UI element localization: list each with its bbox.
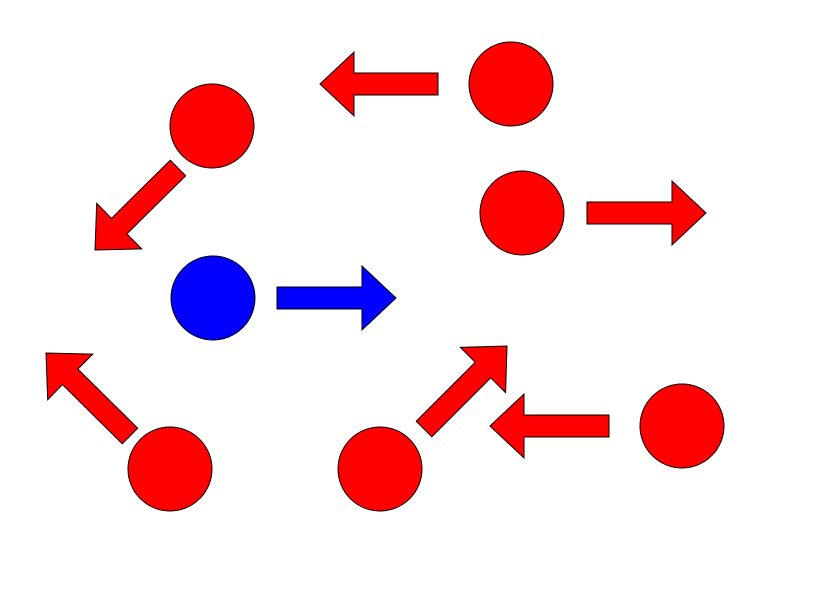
particle-red-4 — [45, 352, 213, 512]
particle-red-5 — [337, 345, 508, 512]
red-particle — [479, 170, 565, 256]
particle-blue-1 — [170, 255, 397, 341]
velocity-arrow-right — [276, 264, 397, 332]
velocity-arrow-left — [319, 50, 439, 118]
velocity-arrow-left — [489, 392, 610, 460]
particle-red-2 — [94, 83, 255, 251]
red-particle — [169, 83, 255, 169]
particle-red-6 — [489, 383, 725, 469]
red-particle — [468, 41, 554, 127]
red-particle — [337, 426, 423, 512]
red-particle — [639, 383, 725, 469]
velocity-arrow-down-left — [94, 159, 187, 251]
velocity-arrow-right — [586, 179, 707, 247]
particle-red-1 — [319, 41, 554, 127]
red-particle — [127, 426, 213, 512]
particle-red-3 — [479, 170, 707, 256]
velocity-arrow-up-right — [415, 345, 508, 438]
velocity-arrow-up-left — [45, 352, 139, 445]
blue-particle — [170, 255, 256, 341]
